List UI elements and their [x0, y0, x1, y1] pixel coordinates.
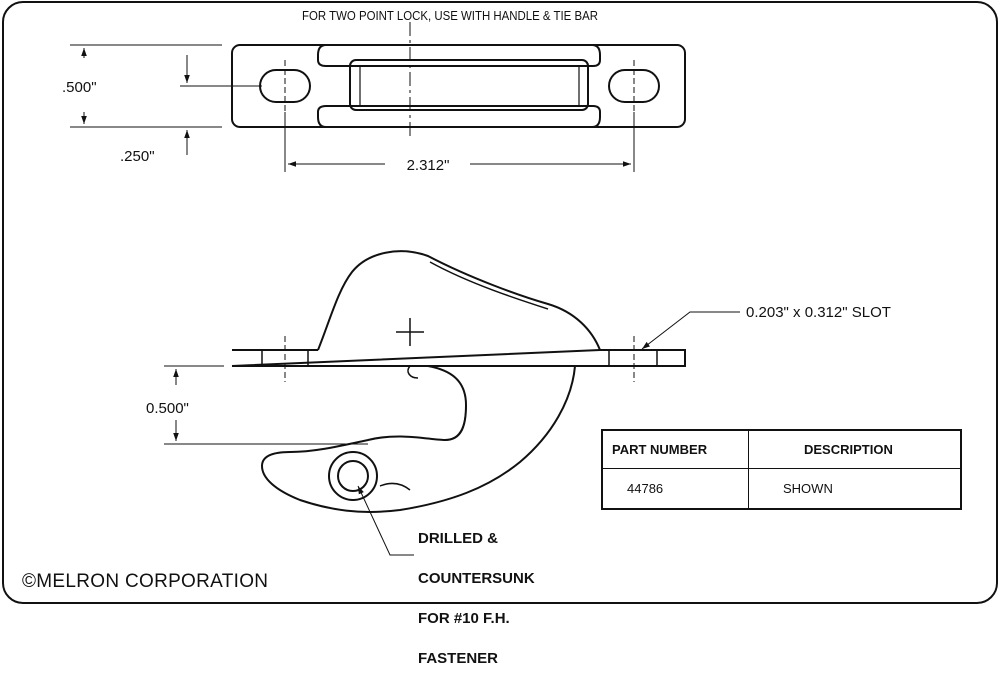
title-note: FOR TWO POINT LOCK, USE WITH HANDLE & TI…	[302, 9, 598, 23]
cell-description: SHOWN	[748, 468, 962, 510]
table-row: 44786 SHOWN	[601, 468, 962, 510]
drill-note-line: FASTENER	[418, 650, 499, 667]
dimension-height-side: 0.500"	[146, 400, 189, 417]
channel-outline-lower	[317, 105, 601, 128]
drawing-frame	[2, 1, 998, 604]
base-flange	[231, 349, 686, 367]
header-description: DESCRIPTION	[748, 429, 962, 469]
drill-note: DRILLED & COUNTERSUNK FOR #10 F.H. FASTE…	[418, 509, 535, 689]
countersunk-hole-inner	[337, 460, 369, 492]
hook-profile-upper	[317, 250, 601, 351]
drill-note-line: COUNTERSUNK	[418, 570, 535, 587]
header-part-number: PART NUMBER	[601, 429, 749, 469]
top-view	[231, 22, 686, 138]
top-dimensions	[70, 44, 635, 172]
base-plate-top	[231, 44, 686, 128]
hook-profile-lower	[260, 365, 576, 513]
parts-table: PART NUMBER DESCRIPTION 44786 SHOWN	[601, 429, 962, 510]
countersunk-hole-outer	[328, 451, 378, 501]
parts-table-header: PART NUMBER DESCRIPTION	[601, 429, 962, 469]
dimension-width: 2.312"	[407, 157, 450, 174]
copyright-notice: ©MELRON CORPORATION	[22, 571, 269, 592]
dimension-offset: .250"	[120, 148, 155, 165]
cell-part-number: 44786	[601, 468, 749, 510]
side-dimensions	[164, 311, 740, 556]
dimension-slot: 0.203" x 0.312" SLOT	[746, 304, 891, 321]
technical-drawing: FOR TWO POINT LOCK, USE WITH HANDLE & TI…	[2, 1, 998, 604]
dimension-height-top: .500"	[62, 79, 97, 96]
channel-outline	[317, 44, 601, 67]
hook-body-top	[349, 59, 589, 111]
side-view	[231, 250, 686, 513]
drill-note-line: DRILLED &	[418, 530, 498, 547]
drill-note-line: FOR #10 F.H.	[418, 610, 510, 627]
